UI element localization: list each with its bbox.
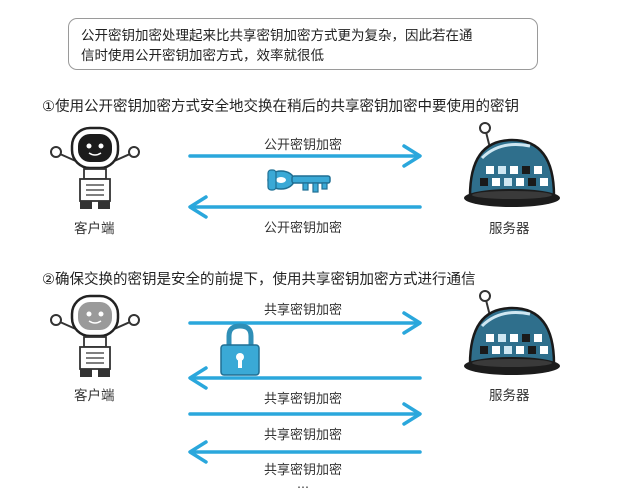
padlock-icon (220, 323, 260, 376)
robot-server-icon (464, 122, 560, 207)
robot-server-icon (464, 290, 560, 375)
arrow-left-shared-key-1 (188, 366, 422, 390)
arrow-left-public-key (188, 195, 422, 219)
arrow-right-shared-key-2 (188, 402, 422, 426)
note-line-2: 信时使用公开密钥加密方式，效率就很低 (81, 48, 324, 64)
arrow-label-shared-key-4: 共享密钥加密 (263, 463, 342, 478)
client-label: 客户端 (74, 221, 115, 237)
note-box: 公开密钥加密处理起来比共享密钥加密方式更为复杂，因此若在通 信时使用公开密钥加密… (68, 18, 538, 70)
robot-client-icon (50, 294, 140, 377)
robot-client-icon (50, 126, 140, 209)
step1-title: ①使用公开密钥加密方式安全地交换在稍后的共享密钥加密中要使用的密钥 (42, 99, 519, 115)
key-icon (267, 169, 331, 193)
arrow-label-shared-key-3: 共享密钥加密 (263, 428, 342, 443)
server-label: 服务器 (489, 221, 530, 237)
step2-title: ②确保交换的密钥是安全的前提下，使用共享密钥加密方式进行通信 (42, 272, 476, 288)
client-label: 客户端 (74, 388, 115, 404)
server-label: 服务器 (489, 388, 530, 404)
note-line-1: 公开密钥加密处理起来比共享密钥加密方式更为复杂，因此若在通 (81, 28, 473, 44)
arrow-right-shared-key-1 (188, 311, 422, 335)
arrow-left-shared-key-2 (188, 440, 422, 464)
ellipsis: … (297, 477, 309, 491)
arrow-right-public-key (188, 144, 422, 168)
arrow-label-public-key-top: 公开密钥加密 (263, 138, 342, 153)
arrow-label-shared-key-1: 共享密钥加密 (263, 303, 342, 318)
arrow-label-public-key-bottom: 公开密钥加密 (263, 221, 342, 236)
arrow-label-shared-key-2: 共享密钥加密 (263, 392, 342, 407)
